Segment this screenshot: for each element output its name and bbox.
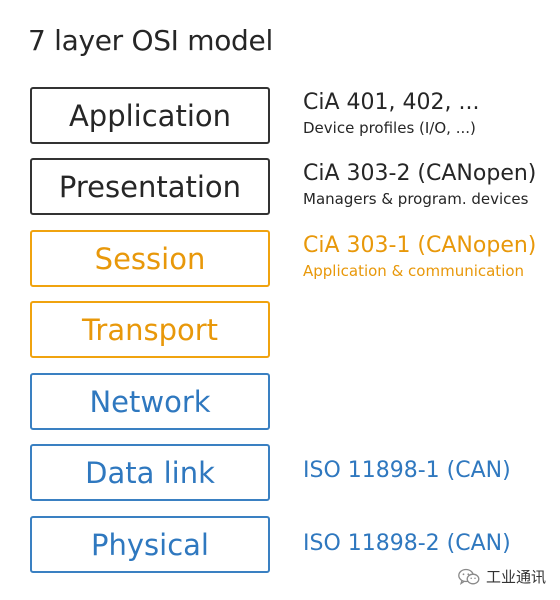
layer-transport: Transport <box>30 301 270 358</box>
annotation-main: CiA 401, 402, ... <box>303 90 480 115</box>
layer-application: Application <box>30 87 270 144</box>
layer-label: Session <box>94 241 206 276</box>
layer-label: Data link <box>85 455 215 490</box>
annotation-physical: ISO 11898-2 (CAN) <box>303 530 511 558</box>
annotation-session: CiA 303-1 (CANopen) Application & commun… <box>303 232 536 280</box>
diagram-title: 7 layer OSI model <box>28 24 273 57</box>
layer-physical: Physical <box>30 516 270 573</box>
annotation-main: ISO 11898-1 (CAN) <box>303 458 511 483</box>
wechat-icon <box>458 568 480 586</box>
annotation-application: CiA 401, 402, ... Device profiles (I/O, … <box>303 89 479 137</box>
annotation-main: CiA 303-1 (CANopen) <box>303 233 537 258</box>
layer-network: Network <box>30 373 270 430</box>
annotation-sub: Application & communication <box>303 262 525 280</box>
annotation-main: ISO 11898-2 (CAN) <box>303 531 511 556</box>
watermark: 工业通讯 <box>458 566 546 587</box>
layer-label: Transport <box>81 312 219 347</box>
layer-data-link: Data link <box>30 444 270 501</box>
annotation-main: CiA 303-2 (CANopen) <box>303 161 537 186</box>
layer-label: Network <box>89 384 211 419</box>
layer-presentation: Presentation <box>30 158 270 215</box>
layer-label: Physical <box>91 527 209 562</box>
layer-label: Presentation <box>58 169 242 204</box>
annotation-sub: Managers & program. devices <box>303 190 529 208</box>
layer-label: Application <box>68 98 232 133</box>
annotation-presentation: CiA 303-2 (CANopen) Managers & program. … <box>303 160 536 208</box>
watermark-text: 工业通讯 <box>486 568 547 586</box>
annotation-data-link: ISO 11898-1 (CAN) <box>303 457 511 485</box>
layer-session: Session <box>30 230 270 287</box>
annotation-sub: Device profiles (I/O, ...) <box>303 119 476 137</box>
